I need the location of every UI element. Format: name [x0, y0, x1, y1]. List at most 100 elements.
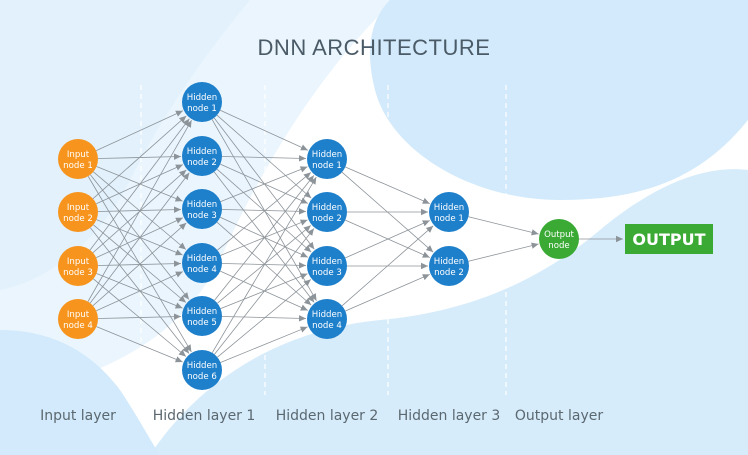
connection-arrow — [216, 221, 312, 306]
connection-arrow — [96, 326, 183, 363]
connection-arrow — [468, 216, 539, 236]
neuron-label-line2: node 2 — [187, 158, 217, 168]
neuron-label-line2: node 1 — [63, 161, 93, 171]
layer-label: Input layer — [40, 408, 116, 424]
connection-arrow — [217, 225, 312, 304]
neuron-circle — [539, 219, 579, 259]
connection-arrow — [211, 176, 317, 353]
neuron-label-line2: node 1 — [187, 104, 217, 114]
neuron-circle — [182, 136, 222, 176]
neuron-label-line2: node 1 — [434, 214, 464, 224]
neuron-circle — [182, 296, 222, 336]
connection-arrow — [216, 114, 312, 199]
layer-label: Hidden layer 3 — [398, 408, 501, 424]
connection-arrow — [97, 313, 182, 320]
neuron-label-line1: Hidden — [187, 254, 218, 264]
neuron-label-line2: node 2 — [63, 214, 93, 224]
background-blob-bottom-left — [0, 330, 160, 455]
neuron-label-line2: node 4 — [63, 321, 93, 331]
neuron-circle — [182, 189, 222, 229]
connection-arrow — [96, 271, 184, 312]
background-blob-bottom — [150, 169, 748, 455]
neuron-circle — [307, 299, 347, 339]
connection-arrow — [221, 155, 307, 162]
connection-arrow — [93, 224, 187, 303]
neuron-circle — [58, 192, 98, 232]
connection-arrow — [220, 109, 309, 151]
output-box: OUTPUT — [625, 224, 713, 254]
layer-label: Output layer — [515, 408, 603, 424]
connection-arrow — [89, 172, 190, 304]
neuron-label-line2: node 2 — [434, 268, 464, 278]
neuron-label-line2: node 1 — [312, 161, 342, 171]
neuron-label-line2: node 4 — [187, 265, 217, 275]
neuron-label-line1: Hidden — [187, 200, 218, 210]
neuron-label-line1: Input — [67, 150, 90, 160]
neuron-label-line2: node — [548, 241, 569, 251]
neuron-label-line1: Hidden — [187, 361, 218, 371]
connection-arrow — [96, 110, 184, 152]
neuron-label-line1: Input — [67, 310, 90, 320]
output-box-label: OUTPUT — [632, 230, 705, 249]
connection-arrow — [89, 118, 190, 251]
neuron-circle — [307, 192, 347, 232]
output-box-shape — [625, 224, 713, 254]
connection-arrow — [214, 228, 315, 355]
neuron-label-line1: Hidden — [312, 203, 343, 213]
neuron-circle — [307, 139, 347, 179]
neuron-circle — [58, 139, 98, 179]
connection-arrow — [217, 172, 312, 251]
connection-arrow — [345, 274, 430, 312]
neuron-label-line1: Hidden — [434, 203, 465, 213]
neuron-label-line2: node 3 — [63, 268, 93, 278]
connection-arrow — [345, 220, 430, 259]
neuron-label-line2: node 3 — [187, 211, 217, 221]
neuron-label-line2: node 5 — [187, 318, 217, 328]
connection-arrow — [345, 166, 430, 204]
neuron-label-line1: Hidden — [187, 93, 218, 103]
layer-label: Hidden layer 2 — [276, 408, 379, 424]
connection-arrow — [221, 208, 307, 215]
layer-dividers — [140, 85, 507, 395]
neuron-circle — [58, 299, 98, 339]
neuron-circle — [429, 192, 469, 232]
connection-arrow — [211, 119, 317, 302]
neuron-label-line2: node 6 — [187, 372, 217, 382]
neuron-label-line1: Hidden — [312, 310, 343, 320]
neuron-circle — [307, 246, 347, 286]
neuron-label-line1: Hidden — [434, 257, 465, 267]
connection-arrow — [220, 166, 308, 202]
connection-arrow — [214, 175, 315, 301]
connection-arrow — [87, 120, 192, 302]
background-blob-top-right — [370, 0, 748, 200]
neuron-circle — [182, 243, 222, 283]
diagram-title: DNN ARCHITECTURE — [258, 35, 491, 60]
neuron-label-line1: Input — [67, 203, 90, 213]
connection-arrow — [220, 326, 308, 363]
neuron-label-line2: node 2 — [312, 214, 342, 224]
neuron-label-line2: node 4 — [312, 321, 342, 331]
neuron-circle — [58, 246, 98, 286]
connection-arrow — [341, 225, 434, 307]
neuron-label-line2: node 3 — [312, 268, 342, 278]
connection-arrow — [97, 206, 182, 213]
